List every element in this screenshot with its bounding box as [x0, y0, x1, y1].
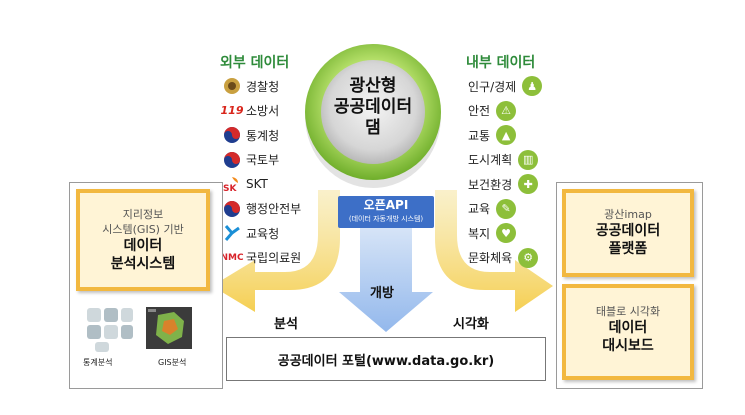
taegeuk-icon	[222, 199, 242, 219]
dashboard-main1: 데이터	[608, 320, 648, 336]
internal-item-label: 도시계획	[468, 153, 513, 168]
external-item: 국토부	[222, 148, 301, 173]
internal-item-label: 교육	[468, 202, 491, 217]
left-arrow-shape	[212, 190, 340, 312]
external-item: SK SKT	[222, 172, 301, 197]
external-item: NMC 국립의료원	[220, 246, 302, 271]
internal-item: 문화체육 ⚙	[468, 246, 542, 271]
building-icon: ▥	[518, 149, 539, 170]
imap-platform-box: 광산imap 공공데이터 플랫폼	[562, 189, 694, 277]
stats-analysis-thumbnail	[87, 308, 133, 352]
open-api-box: 오픈API (데이터 자동개방 시스템)	[338, 196, 434, 228]
imap-sub: 광산imap	[604, 208, 652, 221]
down-arrow-shape	[339, 228, 433, 332]
internal-item-label: 문화체육	[468, 251, 513, 266]
imap-main2: 플랫폼	[608, 241, 648, 257]
imap-main1: 공공데이터	[595, 223, 661, 239]
open-api-subtitle: (데이터 자동개방 시스템)	[348, 215, 424, 223]
health-icon: ✚	[518, 174, 539, 195]
analysis-sub1: 지리정보	[122, 208, 164, 221]
internal-item-label: 보건환경	[468, 177, 513, 192]
internal-item: 안전 ⚠	[468, 99, 542, 124]
center-line2: 공공데이터	[333, 97, 413, 117]
taegeuk-icon	[222, 125, 242, 145]
external-item-label: SKT	[246, 177, 268, 192]
external-item: 경찰청	[222, 74, 301, 99]
external-list: 경찰청 119 소방서 통계청 국토부 SK SKT 행정안전부 교육청 NMC…	[220, 74, 302, 271]
internal-item-label: 복지	[468, 226, 491, 241]
analysis-system-box: 지리정보 시스템(GIS) 기반 데이터 분석시스템	[76, 189, 210, 291]
dashboard-main2: 대시보드	[602, 338, 654, 354]
fire-119-icon: 119	[220, 104, 244, 118]
data-portal-box: 공공데이터 포털(www.data.go.kr)	[226, 337, 546, 381]
data-portal-label: 공공데이터 포털(www.data.go.kr)	[277, 353, 495, 369]
dashboard-sub: 태블로 시각화	[595, 305, 661, 318]
external-item-label: 행정안전부	[246, 202, 302, 217]
flow-label-visualize: 시각화	[453, 317, 489, 332]
road-icon: ▲	[496, 125, 517, 146]
external-item-label: 국토부	[246, 153, 280, 168]
external-item: 119 소방서	[220, 99, 301, 124]
center-title: 광산형 공공데이터 댐	[320, 76, 426, 139]
external-item: 교육청	[222, 221, 301, 246]
right-arrow-shape	[435, 190, 553, 312]
external-item-label: 소방서	[246, 104, 280, 119]
open-api-title: 오픈API	[363, 198, 409, 212]
flow-label-open: 개방	[370, 286, 394, 301]
internal-title: 내부 데이터	[466, 55, 536, 71]
warning-icon: ⚠	[496, 100, 517, 121]
center-circle	[305, 44, 441, 188]
welfare-icon: ♥	[496, 223, 517, 244]
internal-item: 교통 ▲	[468, 123, 542, 148]
analysis-main1: 데이터	[123, 238, 163, 254]
stats-analysis-caption: 통계분석	[83, 358, 113, 367]
external-item-label: 통계청	[246, 128, 280, 143]
people-icon: ♟	[522, 76, 543, 97]
taegeuk-icon	[222, 150, 242, 170]
gis-map-thumbnail	[146, 307, 192, 349]
analysis-sub2: 시스템(GIS) 기반	[102, 223, 184, 236]
external-item-label: 국립의료원	[246, 251, 302, 266]
external-item-label: 경찰청	[246, 79, 280, 94]
external-title: 외부 데이터	[220, 55, 290, 71]
police-emblem-icon	[222, 76, 242, 96]
internal-item: 복지 ♥	[468, 221, 542, 246]
internal-item-label: 인구/경제	[468, 79, 517, 94]
center-line1: 광산형	[349, 76, 397, 96]
book-icon: ✎	[496, 198, 517, 219]
internal-item-label: 안전	[468, 104, 491, 119]
external-item-label: 교육청	[246, 226, 280, 241]
external-item: 행정안전부	[222, 197, 301, 222]
center-line3: 댐	[365, 118, 381, 138]
internal-item: 교육 ✎	[468, 197, 542, 222]
internal-item: 보건환경 ✚	[468, 172, 542, 197]
dashboard-box: 태블로 시각화 데이터 대시보드	[562, 284, 694, 380]
internal-list: 인구/경제 ♟ 안전 ⚠ 교통 ▲ 도시계획 ▥ 보건환경 ✚ 교육 ✎ 복지 ♥ 문화체육 ⚙	[468, 74, 543, 271]
nmc-logo-icon: NMC	[220, 252, 244, 263]
internal-item: 도시계획 ▥	[468, 148, 542, 173]
svg-text:SK: SK	[223, 184, 237, 193]
analysis-main2: 분석시스템	[110, 256, 176, 272]
education-icon	[222, 223, 242, 243]
bicycle-icon: ⚙	[518, 247, 539, 268]
sk-logo-icon: SK	[222, 174, 242, 194]
internal-item: 인구/경제 ♟	[468, 74, 543, 99]
gis-analysis-caption: GIS분석	[158, 358, 187, 367]
internal-item-label: 교통	[468, 128, 491, 143]
external-item: 통계청	[222, 123, 301, 148]
flow-label-analysis: 분석	[274, 317, 298, 332]
